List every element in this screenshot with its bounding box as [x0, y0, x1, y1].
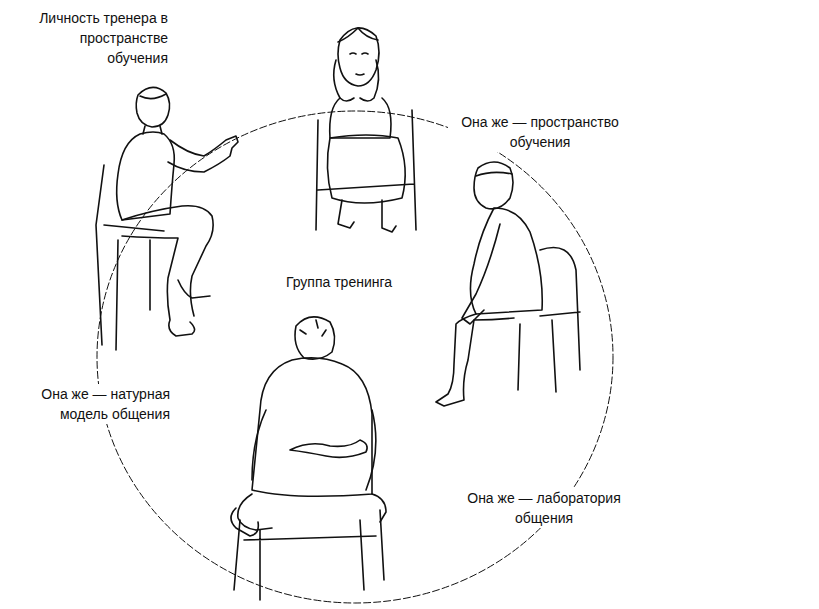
space-label: Она же — пространство обучения — [448, 112, 632, 152]
listener-figure — [436, 162, 580, 406]
woman-figure — [316, 28, 416, 232]
group-circle — [97, 111, 613, 603]
trainer-figure — [96, 87, 238, 350]
observer-figure — [231, 317, 386, 600]
trainer-label: Личность тренера в пространстве обучения — [18, 8, 170, 68]
model-label: Она же — натурная модель общения — [14, 384, 172, 424]
center-title-label: Группа тренинга — [262, 272, 416, 292]
lab-label: Она же — лаборатория общения — [452, 488, 636, 528]
